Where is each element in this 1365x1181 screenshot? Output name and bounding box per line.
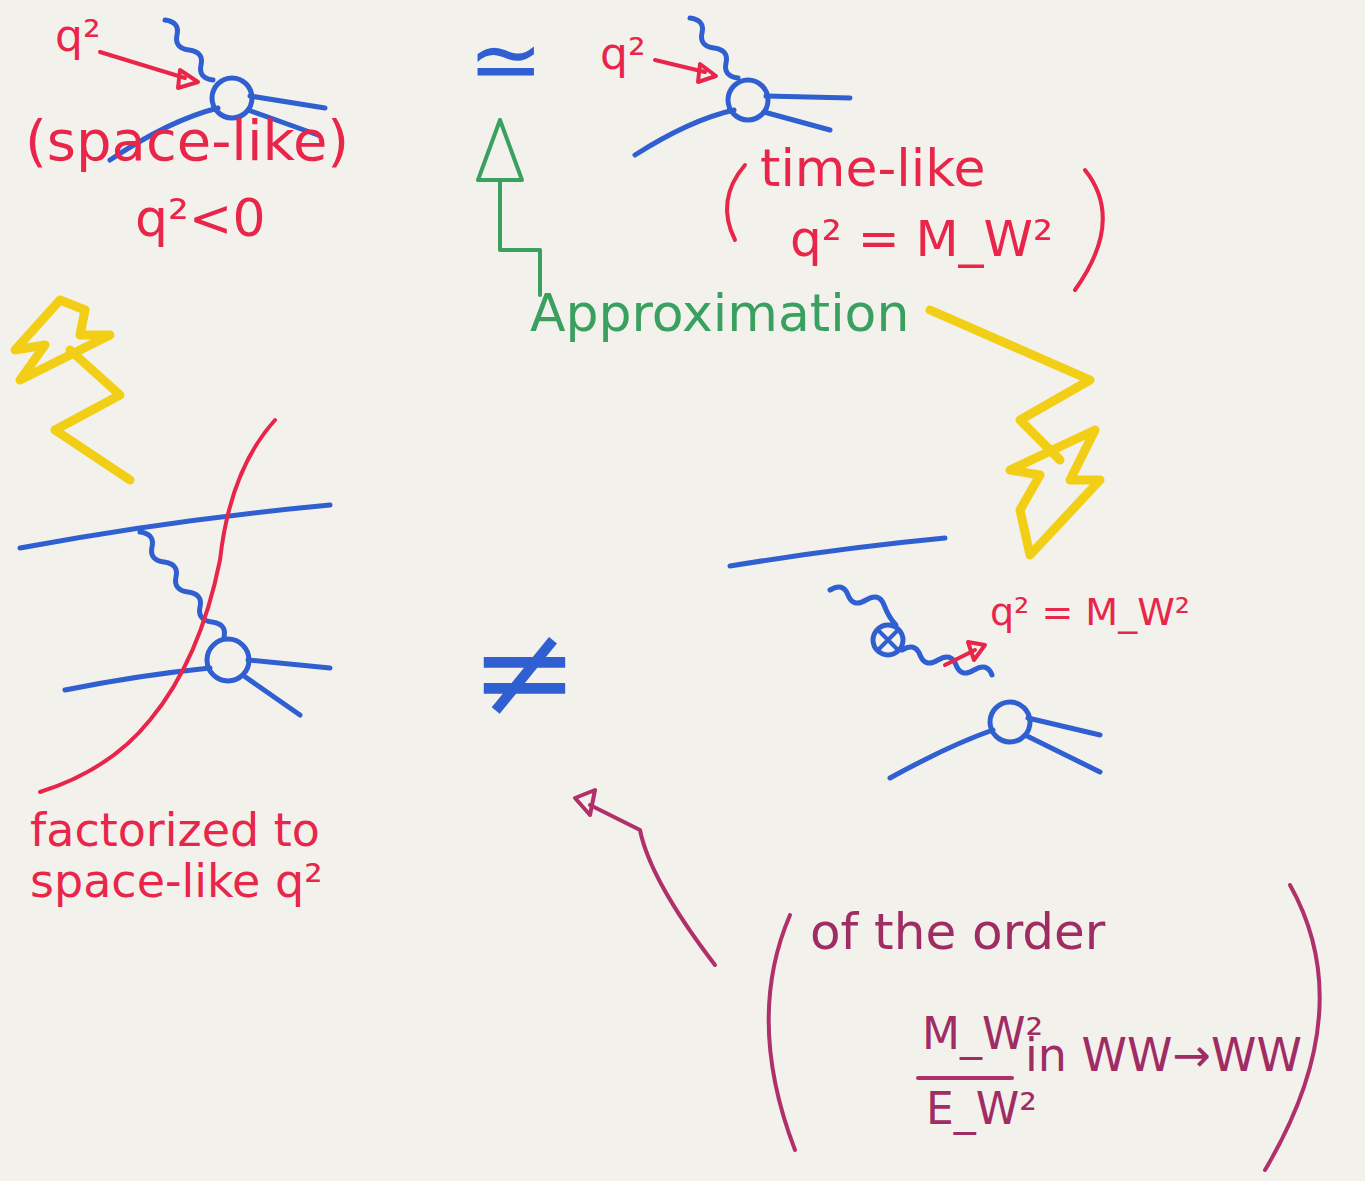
region-label: (space-like) xyxy=(25,110,349,172)
leader-arrow xyxy=(575,790,715,965)
bracket xyxy=(769,915,795,1150)
approx-sign: ≃ xyxy=(468,10,543,109)
fraction-denominator: E_W² xyxy=(926,1085,1037,1133)
approximation-label: Approximation xyxy=(530,285,909,342)
condition-label: q²<0 xyxy=(135,190,266,247)
approximation-arrow xyxy=(478,120,540,295)
note-label: in WW→WW xyxy=(1025,1030,1302,1081)
q-label: q² xyxy=(55,12,101,60)
q-arrow xyxy=(655,60,716,82)
q-label: q² xyxy=(600,30,646,78)
fraction-numerator: M_W² xyxy=(922,1010,1043,1058)
q-arrow xyxy=(945,642,985,665)
q-arrow xyxy=(100,52,198,88)
note-label: of the order xyxy=(810,905,1105,960)
bracket xyxy=(1075,170,1103,290)
fraction-bar xyxy=(918,1076,1012,1080)
q-label: q² = M_W² xyxy=(990,592,1190,634)
not-equal-sign: ≠ xyxy=(470,600,579,743)
note-label: factorized to space-like q² xyxy=(30,805,390,906)
condition-label: q² = M_W² xyxy=(790,212,1053,267)
bracket xyxy=(1265,885,1320,1170)
feynman-diagram xyxy=(730,538,1100,778)
bracket xyxy=(727,165,745,240)
region-label: time-like xyxy=(760,140,985,197)
cut-line xyxy=(40,420,275,792)
feynman-vertex xyxy=(635,18,850,155)
